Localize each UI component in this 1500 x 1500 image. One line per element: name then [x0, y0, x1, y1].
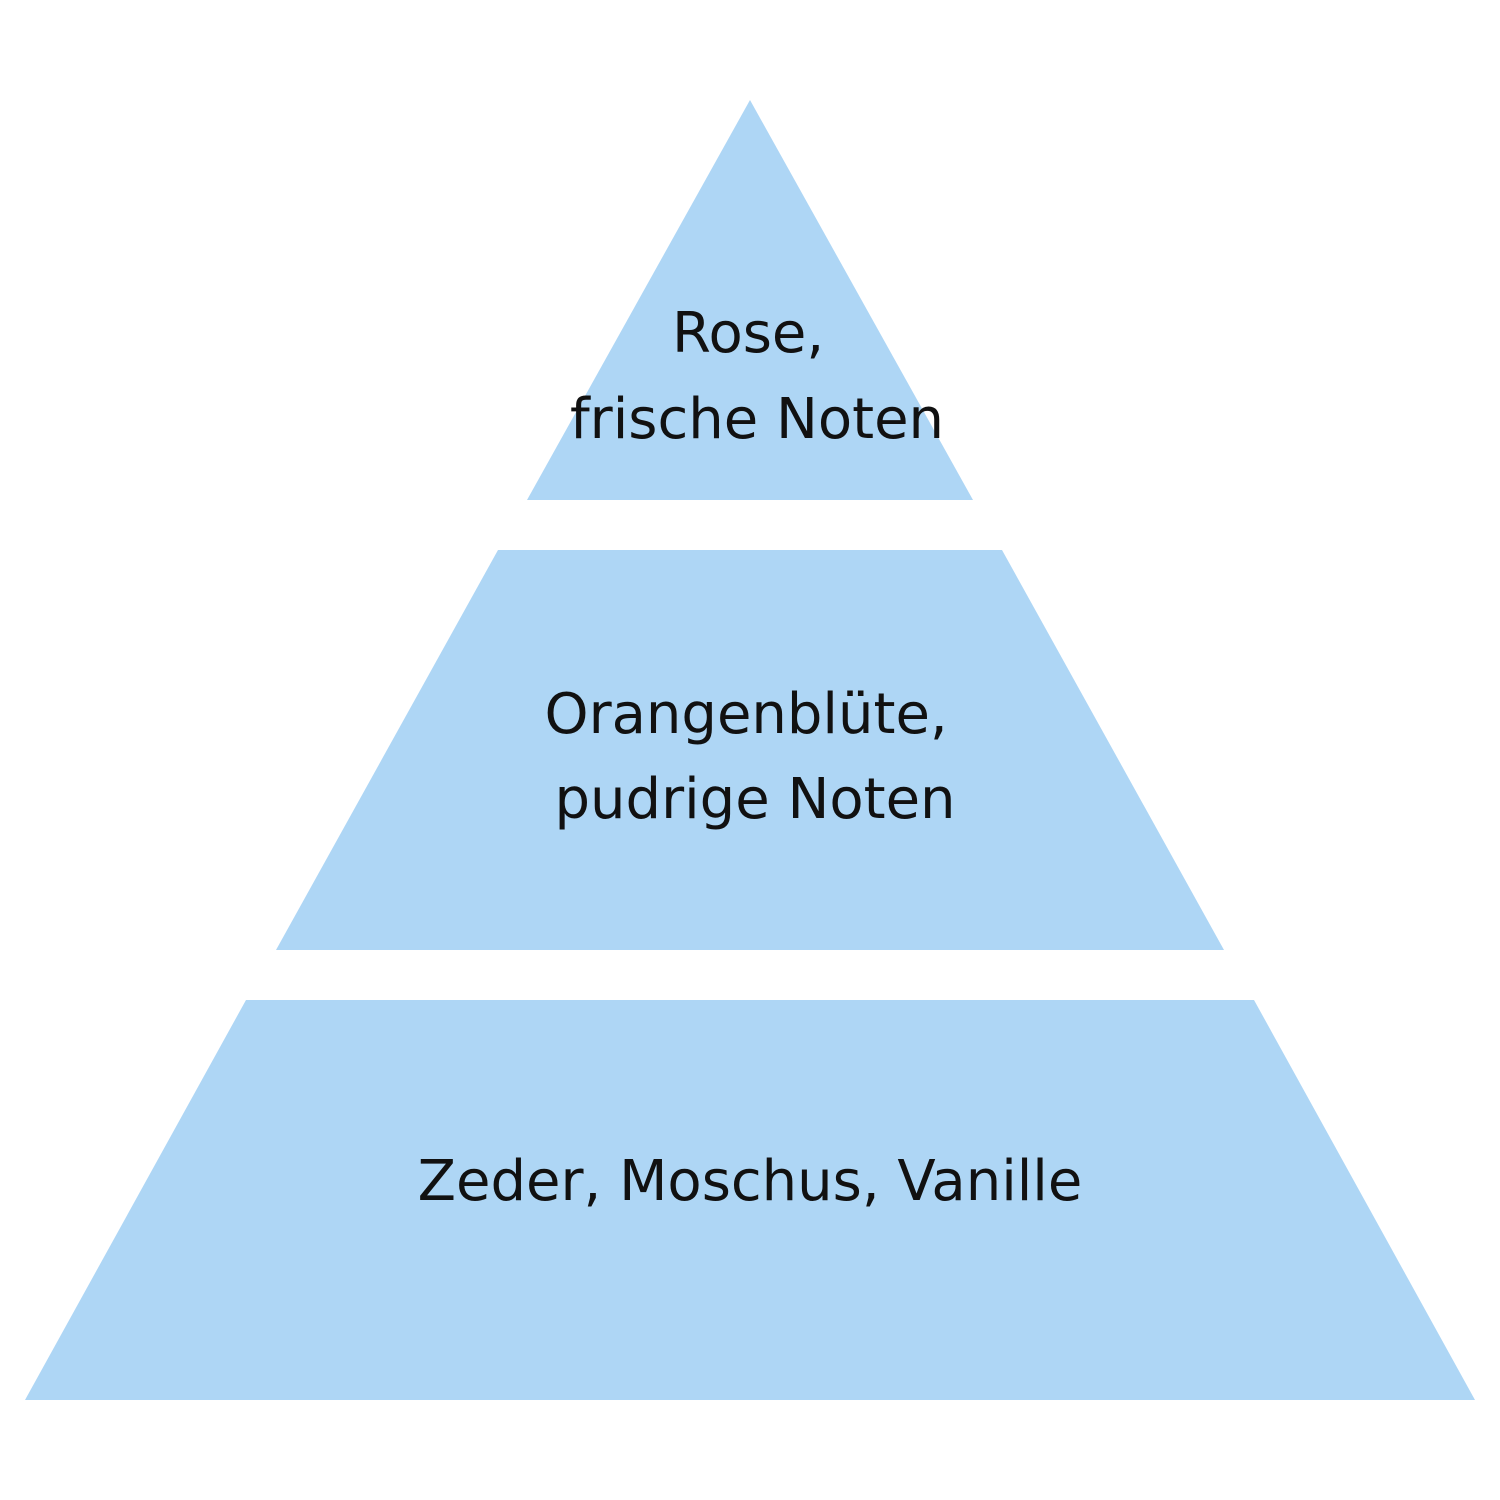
tier-middle-shape	[276, 550, 1224, 950]
tier-top: Rose, frische Noten	[527, 100, 973, 500]
tier-top-line-2: frische Noten	[570, 387, 944, 452]
tier-base: Zeder, Moschus, Vanille	[25, 1000, 1475, 1400]
tier-base-line-1: Zeder, Moschus, Vanille	[418, 1149, 1083, 1214]
tier-top-line-1: Rose,	[672, 301, 824, 366]
tier-middle: Orangenblüte, pudrige Noten	[276, 550, 1224, 950]
tier-top-shape	[527, 100, 973, 500]
tier-middle-line-2: pudrige Noten	[554, 767, 955, 832]
tier-base-label: Zeder, Moschus, Vanille	[418, 1149, 1083, 1214]
tier-middle-label: Orangenblüte, pudrige Noten	[544, 682, 965, 832]
tier-middle-line-1: Orangenblüte,	[544, 682, 947, 747]
tier-base-shape	[25, 1000, 1475, 1400]
tier-top-label: Rose, frische Noten	[570, 301, 944, 452]
